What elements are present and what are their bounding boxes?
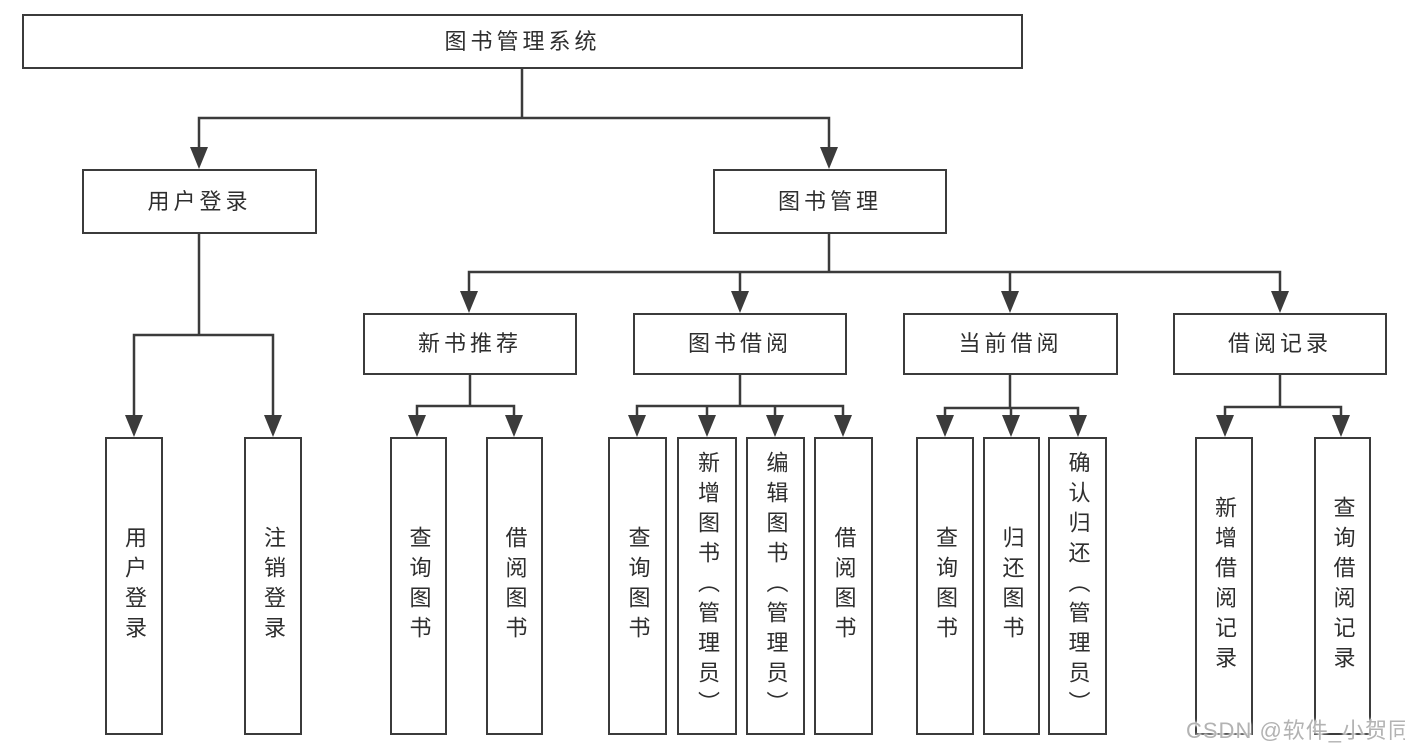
- leaf-recommend-query-book: 查询图书: [390, 437, 447, 735]
- leaf-edit-book-admin: 编辑图书（管理员）: [746, 437, 805, 735]
- node-book-management: 图书管理: [713, 169, 947, 234]
- leaf-logout: 注销登录: [244, 437, 302, 735]
- leaf-add-borrow-record: 新增借阅记录: [1195, 437, 1253, 735]
- leaf-recommend-borrow-book: 借阅图书: [486, 437, 543, 735]
- node-user-login: 用户登录: [82, 169, 317, 234]
- leaf-return-book: 归还图书: [983, 437, 1040, 735]
- leaf-query-borrow-record: 查询借阅记录: [1314, 437, 1371, 735]
- leaf-borrow-book: 借阅图书: [814, 437, 873, 735]
- node-current-borrow: 当前借阅: [903, 313, 1118, 375]
- connector-lines: [132, 67, 1343, 422]
- leaf-confirm-return-admin: 确认归还（管理员）: [1048, 437, 1107, 735]
- leaf-current-query-book: 查询图书: [916, 437, 974, 735]
- leaf-user-login: 用户登录: [105, 437, 163, 735]
- leaf-borrow-query-book: 查询图书: [608, 437, 667, 735]
- leaf-add-book-admin: 新增图书（管理员）: [677, 437, 737, 735]
- arrowhead-icons: [125, 147, 1350, 437]
- node-borrow-records: 借阅记录: [1173, 313, 1387, 375]
- node-root: 图书管理系统: [22, 14, 1023, 69]
- csdn-watermark: CSDN @软件_小贺同学: [1186, 718, 1405, 743]
- node-book-borrow: 图书借阅: [633, 313, 847, 375]
- node-new-book-recommend: 新书推荐: [363, 313, 577, 375]
